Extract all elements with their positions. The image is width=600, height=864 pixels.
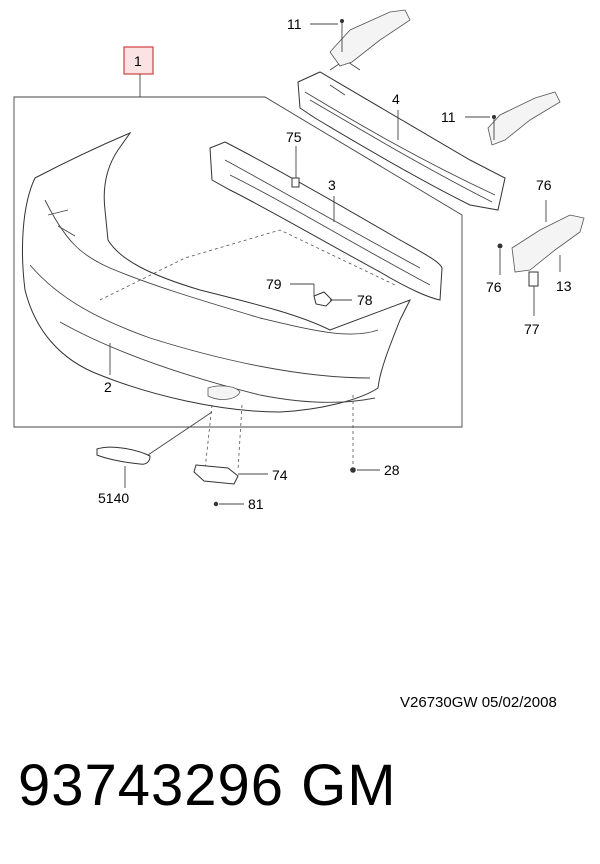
document-code: V26730GW 05/02/2008 <box>400 694 557 711</box>
part-3-energy-absorber <box>209 141 443 301</box>
callout-76-lower-label: 76 <box>486 279 502 295</box>
callout-77-label: 77 <box>524 321 540 337</box>
callout-75-label: 75 <box>286 129 302 145</box>
part-77-pad <box>528 271 539 316</box>
callout-74-label: 74 <box>272 467 288 483</box>
part-28-screw-icon <box>350 467 356 473</box>
callout-1-box <box>123 46 154 75</box>
part-11-upper-bracket <box>329 9 411 67</box>
callout-3-label: 3 <box>328 177 336 193</box>
part-74-cover <box>193 404 243 485</box>
callout-28-label: 28 <box>384 462 400 478</box>
part-81-screw-icon <box>213 501 219 507</box>
assembly-frame <box>13 96 463 428</box>
part-5140-reflector <box>96 411 213 465</box>
part-2-bumper-fascia <box>22 131 412 413</box>
callout-1-label: 1 <box>134 53 142 69</box>
part-78-retainer <box>313 291 333 307</box>
part-75-clip <box>291 146 300 188</box>
callout-13-label: 13 <box>556 278 572 294</box>
part-76-screw-icon <box>497 243 503 249</box>
callout-4-label: 4 <box>392 91 400 107</box>
callout-11-upper-label: 11 <box>287 16 302 32</box>
callout-79-label: 79 <box>266 276 282 292</box>
part-number-title: 93743296 GM <box>18 753 397 818</box>
callout-1: 1 <box>123 46 154 97</box>
callout-5140-label: 5140 <box>98 490 129 506</box>
callout-11-lower-label: 11 <box>441 109 456 125</box>
callout-81-label: 81 <box>248 496 264 512</box>
part-11-lower-bracket <box>487 91 561 146</box>
callout-2-label: 2 <box>104 379 112 395</box>
part-13-side-bracket <box>511 200 585 273</box>
callout-78-label: 78 <box>357 292 373 308</box>
part-4-impact-beam <box>297 59 506 211</box>
callout-76-upper-label: 76 <box>536 177 552 193</box>
